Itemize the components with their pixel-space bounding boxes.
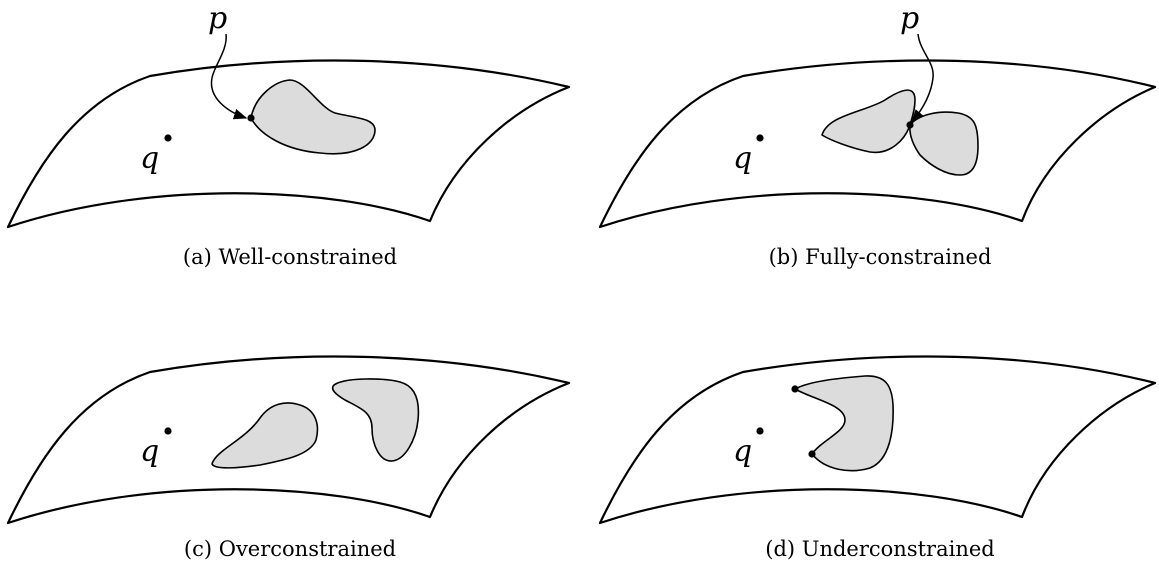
panel-d: q (d) Underconstrained <box>598 355 1157 561</box>
label-p: p <box>208 1 227 36</box>
constraint-region <box>250 79 376 155</box>
point-p <box>247 114 255 122</box>
constraint-region <box>794 375 894 472</box>
panel-a: q p (a) Well-constrained <box>6 1 571 269</box>
caption: (b) Fully-constrained <box>769 245 992 269</box>
constraint-region-right <box>909 111 979 176</box>
point-q <box>164 134 172 142</box>
panel-b: q p (b) Fully-constrained <box>598 1 1157 269</box>
p-pointer-arrow <box>210 33 248 120</box>
tangent-point-bottom <box>808 450 816 458</box>
constraint-region-left <box>211 402 319 469</box>
point-q <box>164 427 172 435</box>
label-p: p <box>900 1 919 36</box>
point-q <box>756 134 764 142</box>
p-pointer-arrow <box>911 33 934 124</box>
tangent-point-top <box>791 385 799 393</box>
point-p <box>906 121 914 129</box>
point-q <box>756 427 764 435</box>
caption: (a) Well-constrained <box>183 245 397 269</box>
panel-c: q (c) Overconstrained <box>6 355 571 561</box>
caption: (c) Overconstrained <box>184 537 396 560</box>
label-q: q <box>140 141 159 176</box>
label-q: q <box>733 434 752 469</box>
caption: (d) Underconstrained <box>765 537 994 560</box>
label-q: q <box>733 141 752 176</box>
constraint-region-right <box>331 378 420 462</box>
label-q: q <box>140 434 159 469</box>
